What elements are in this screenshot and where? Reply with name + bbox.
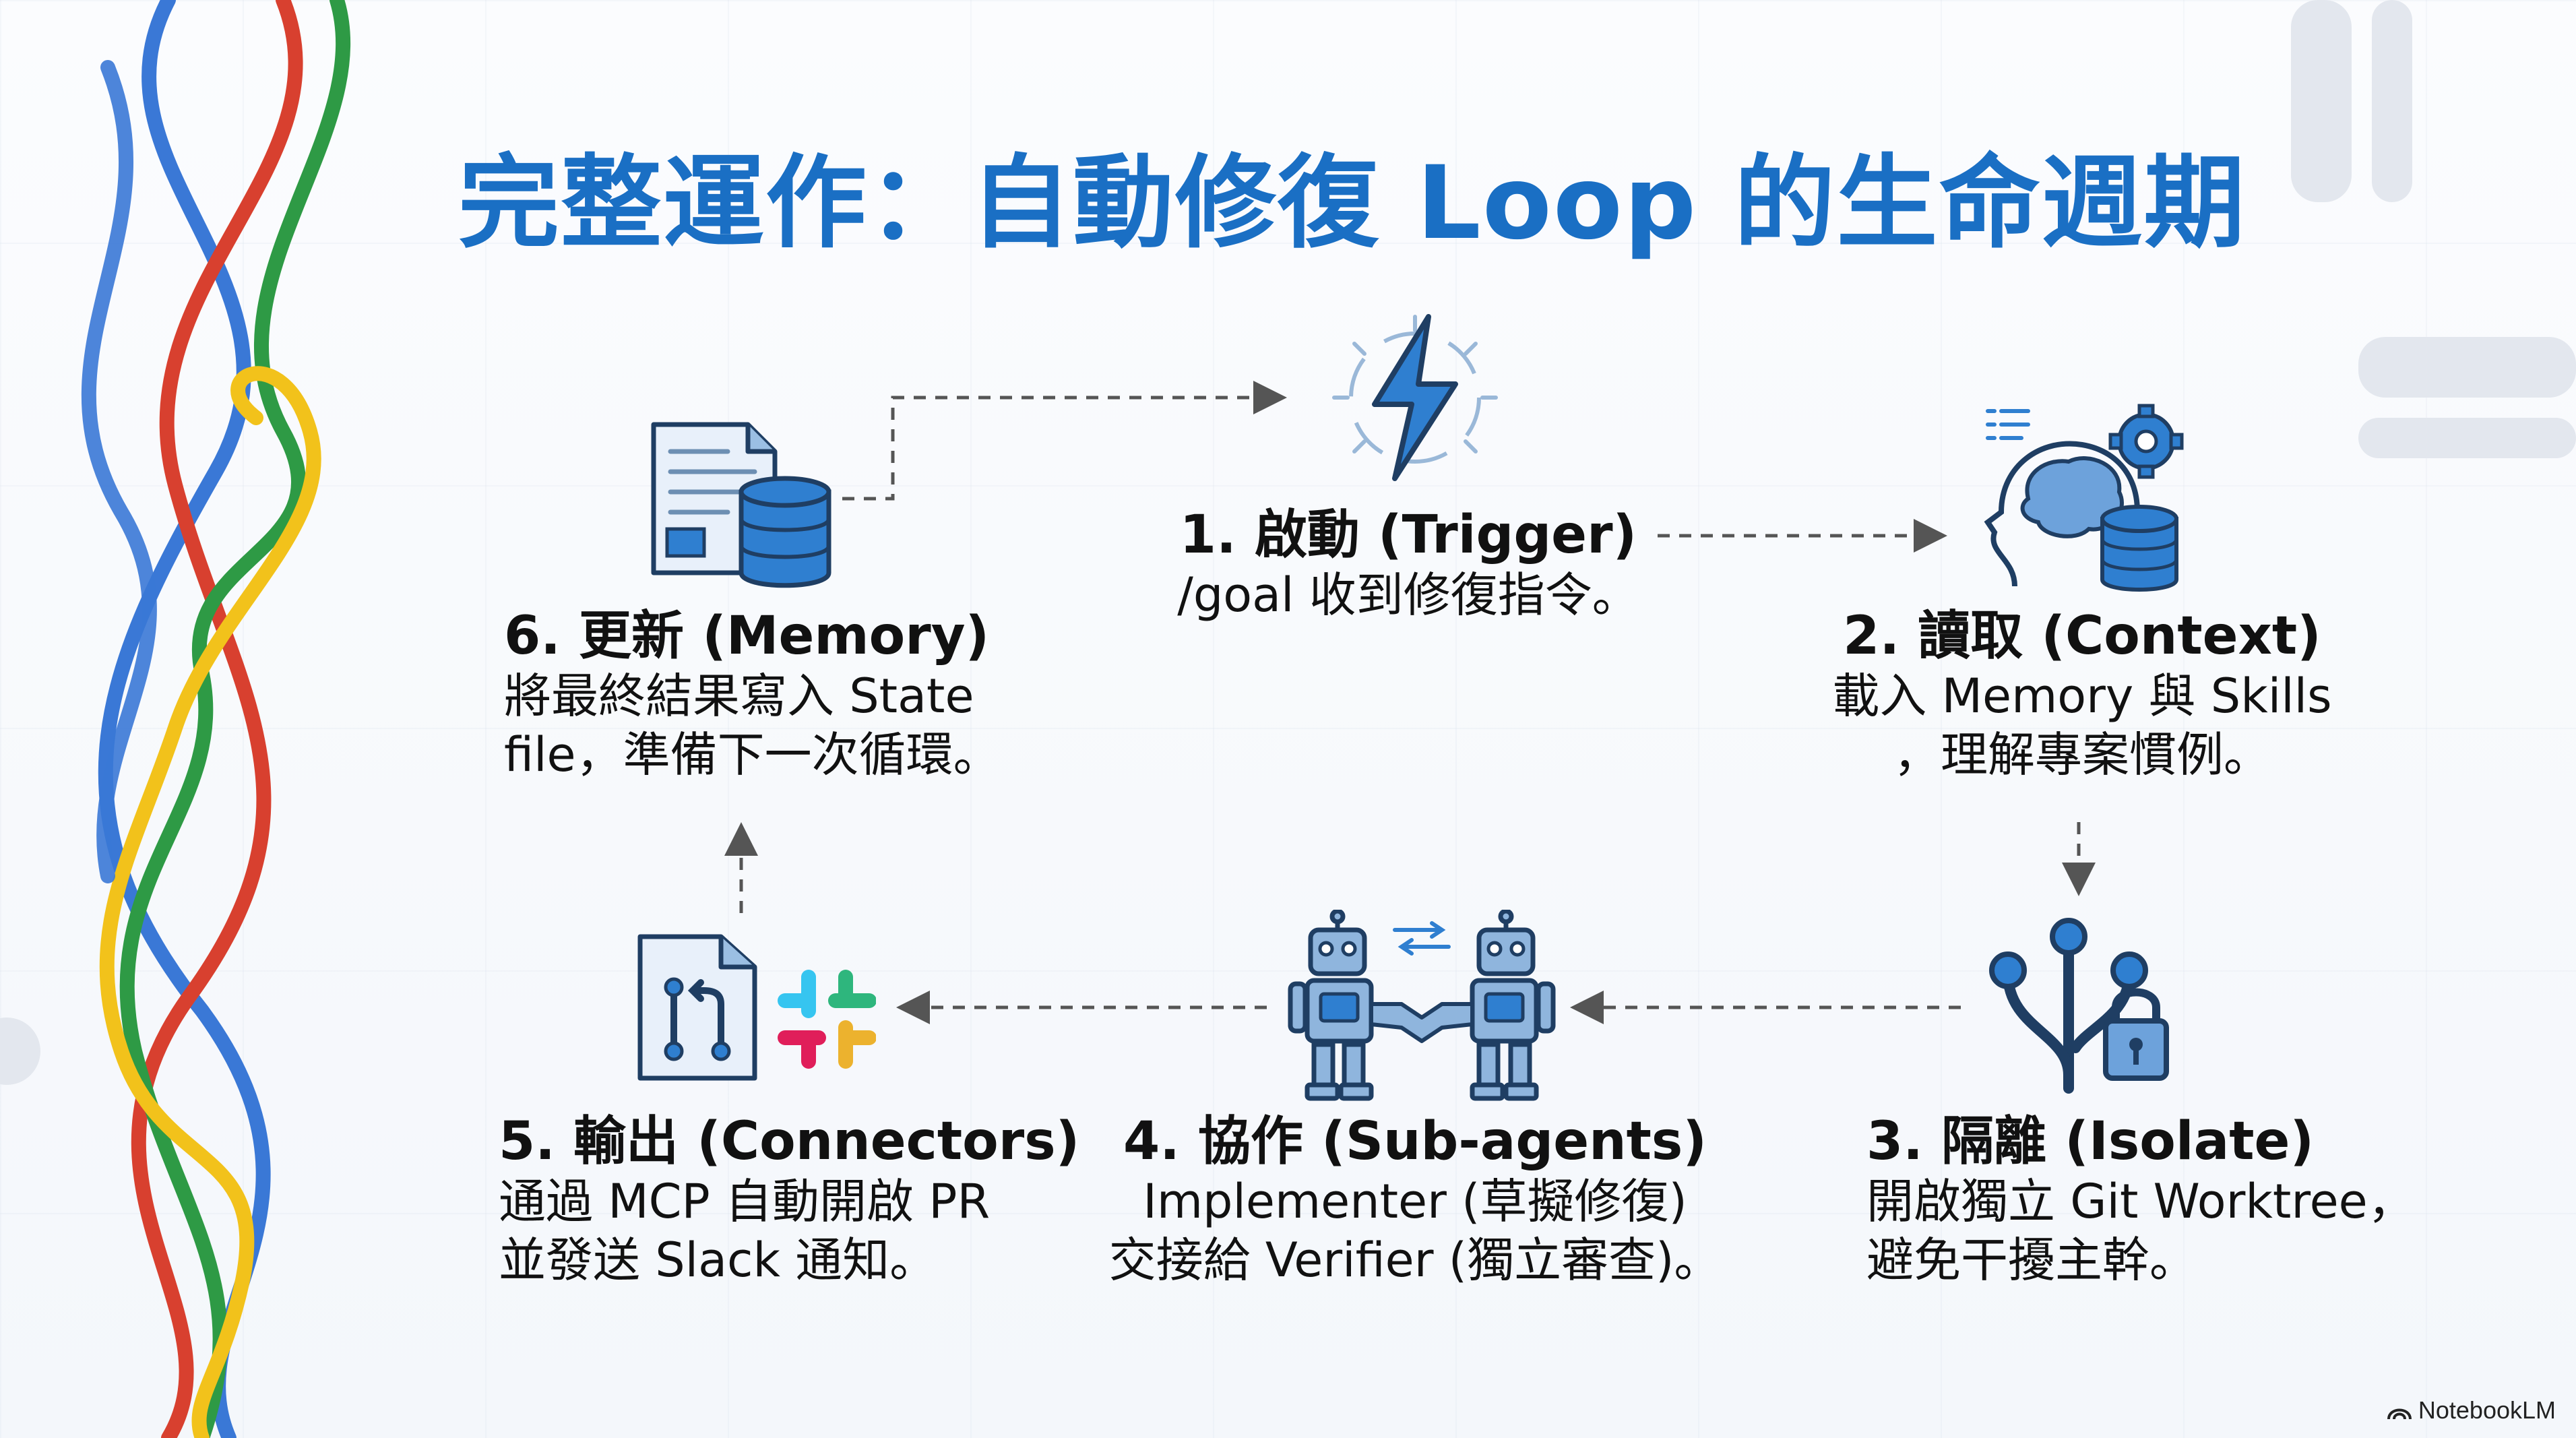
brand-label: NotebookLM [2418, 1396, 2556, 1424]
decorative-bar [2291, 0, 2352, 202]
step-3: 3. 隔離 (Isolate) 開啟獨立 Git Worktree， 避免干擾主… [1866, 1111, 2540, 1290]
decorative-bar [2358, 337, 2576, 398]
step-2-desc: 載入 Memory 與 Skills ，理解專案慣例。 [1832, 668, 2332, 783]
step-4-desc: Implementer (草擬修復) 交接給 Verifier (獨立審查)。 [1108, 1173, 1722, 1288]
step-6-desc: 將最終結果寫入 State file，準備下一次循環。 [504, 668, 1001, 783]
decorative-bar [2372, 0, 2412, 202]
brain-gear-database-icon [1984, 404, 2184, 592]
document-database-icon [651, 422, 831, 588]
step-5-title: 5. 輸出 (Connectors) [499, 1111, 1080, 1172]
step-4-title: 4. 協作 (Sub-agents) [1123, 1111, 1707, 1172]
page-title: 完整運作：自動修復 Loop 的生命週期 [458, 145, 2247, 262]
step-6-title: 6. 更新 (Memory) [504, 606, 990, 666]
step-3-title: 3. 隔離 (Isolate) [1866, 1111, 2315, 1172]
notebooklm-logo-icon [2387, 1408, 2412, 1420]
lightning-icon [1332, 314, 1498, 481]
step-3-desc: 開啟獨立 Git Worktree， 避免干擾主幹。 [1866, 1173, 2415, 1288]
step-1: 1. 啟動 (Trigger) /goal 收到修復指令。 [1105, 505, 1711, 625]
robots-handshake-icon [1288, 910, 1556, 1101]
step-4: 4. 協作 (Sub-agents) Implementer (草擬修復) 交接… [1078, 1111, 1752, 1290]
step-5: 5. 輸出 (Connectors) 通過 MCP 自動開啟 PR 並發送 Sl… [499, 1111, 1105, 1290]
step-5-desc: 通過 MCP 自動開啟 PR 並發送 Slack 通知。 [499, 1173, 991, 1288]
step-2-title: 2. 讀取 (Context) [1843, 606, 2321, 666]
step-1-title: 1. 啟動 (Trigger) [1179, 505, 1637, 565]
decorative-bar [2358, 418, 2576, 458]
decorative-strands [81, 0, 351, 1438]
step-6: 6. 更新 (Memory) 將最終結果寫入 State file，準備下一次循… [504, 606, 1110, 785]
notebooklm-brand: NotebookLM [2386, 1396, 2556, 1425]
step-2: 2. 讀取 (Context) 載入 Memory 與 Skills ，理解專案… [1779, 606, 2385, 785]
step-1-desc: /goal 收到修復指令。 [1177, 567, 1639, 623]
pull-request-slack-icon [637, 934, 876, 1081]
git-branch-lock-icon [1989, 918, 2169, 1094]
